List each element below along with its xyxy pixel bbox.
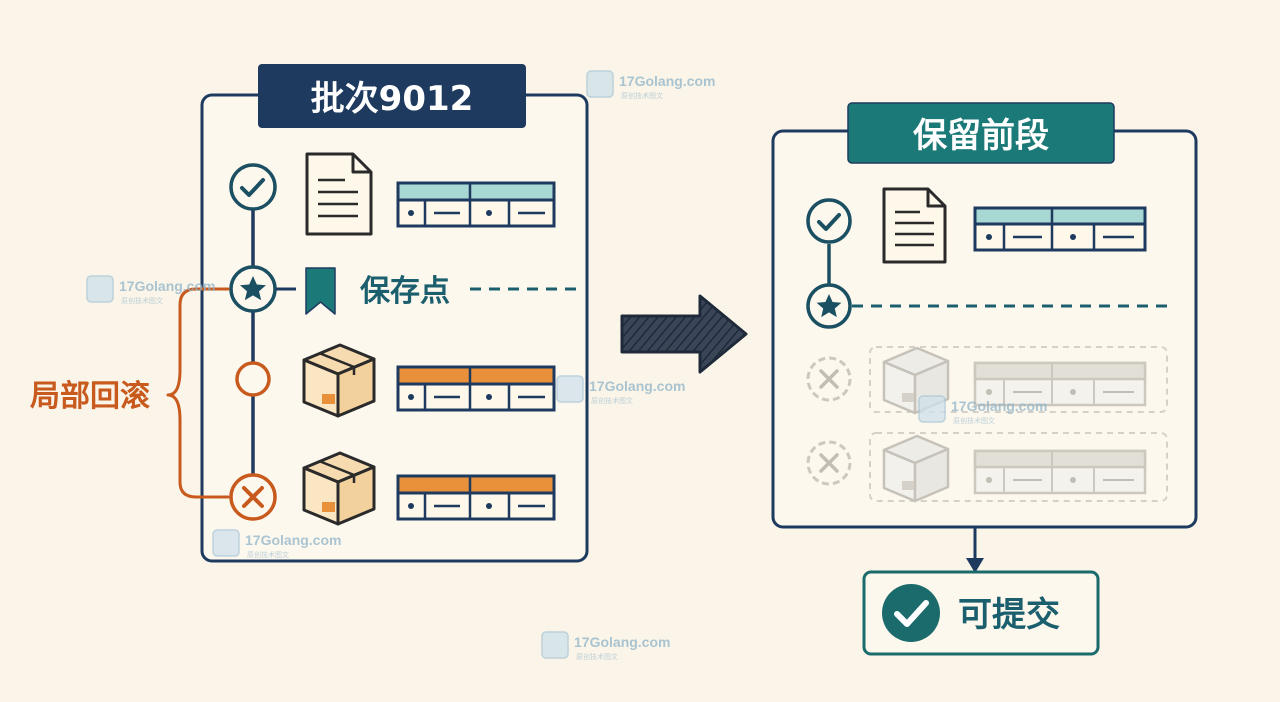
box-icon: [302, 343, 376, 418]
check-circle-icon: [882, 584, 940, 642]
watermark-text: 17Golang.com: [951, 398, 1047, 414]
record-row: [396, 181, 556, 228]
watermark-subtext: 原创技术图文: [953, 416, 995, 425]
rollback-brace: [166, 287, 230, 499]
watermark: 17Golang.com 原创技术图文: [212, 529, 341, 559]
record-row: [973, 449, 1147, 495]
watermark-subtext: 原创技术图文: [621, 91, 663, 100]
watermark: 17Golang.com 原创技术图文: [918, 395, 1047, 425]
left-panel-title-box: [258, 64, 526, 128]
watermark-logo-icon: [586, 70, 614, 98]
watermark: 17Golang.com 原创技术图文: [541, 631, 670, 661]
watermark-text: 17Golang.com: [589, 378, 685, 394]
arrow-right-icon: [620, 294, 748, 374]
star-circle-icon: [806, 283, 852, 329]
watermark: 17Golang.com 原创技术图文: [586, 70, 715, 100]
left-panel: 批次9012: [200, 64, 589, 563]
star-circle-icon: [229, 265, 277, 313]
watermark-subtext: 原创技术图文: [121, 296, 163, 305]
rollback-label: 局部回滚: [30, 379, 150, 414]
left-panel-title: 批次9012: [311, 79, 474, 119]
right-panel-title-box: [847, 102, 1115, 164]
cross-circle-icon: [806, 356, 852, 402]
check-circle-icon: [806, 198, 852, 244]
right-panel-title: 保留前段: [913, 116, 1049, 156]
commit-label: 可提交: [958, 595, 1060, 635]
open-circle-icon: [235, 361, 271, 397]
watermark-text: 17Golang.com: [619, 73, 715, 89]
box-icon: [882, 434, 950, 503]
watermark-text: 17Golang.com: [245, 532, 341, 548]
document-icon: [305, 152, 373, 236]
savepoint-label: 保存点: [360, 274, 450, 309]
document-icon: [882, 187, 947, 264]
watermark-logo-icon: [918, 395, 946, 423]
watermark-logo-icon: [86, 275, 114, 303]
watermark-subtext: 原创技术图文: [576, 652, 618, 661]
watermark-subtext: 原创技术图文: [247, 550, 289, 559]
watermark-logo-icon: [556, 375, 584, 403]
right-panel: 保留前段: [771, 102, 1198, 529]
record-row: [396, 365, 556, 412]
commit-box: 可提交: [862, 570, 1100, 656]
record-row: [973, 206, 1147, 252]
watermark-logo-icon: [212, 529, 240, 557]
check-circle-icon: [229, 163, 277, 211]
cross-circle-icon: [229, 473, 277, 521]
bookmark-icon: [305, 267, 336, 315]
watermark-text: 17Golang.com: [574, 634, 670, 650]
watermark-text: 17Golang.com: [119, 278, 215, 294]
cross-circle-icon: [806, 440, 852, 486]
watermark-subtext: 原创技术图文: [591, 396, 633, 405]
watermark: 17Golang.com 原创技术图文: [556, 375, 685, 405]
record-row: [396, 474, 556, 521]
watermark: 17Golang.com 原创技术图文: [86, 275, 215, 305]
discarded-row: [806, 432, 1168, 503]
discarded-row: [806, 346, 1168, 415]
arrow-down-icon: [966, 558, 984, 573]
record-row: [973, 361, 1147, 407]
box-icon: [302, 451, 376, 526]
watermark-logo-icon: [541, 631, 569, 659]
